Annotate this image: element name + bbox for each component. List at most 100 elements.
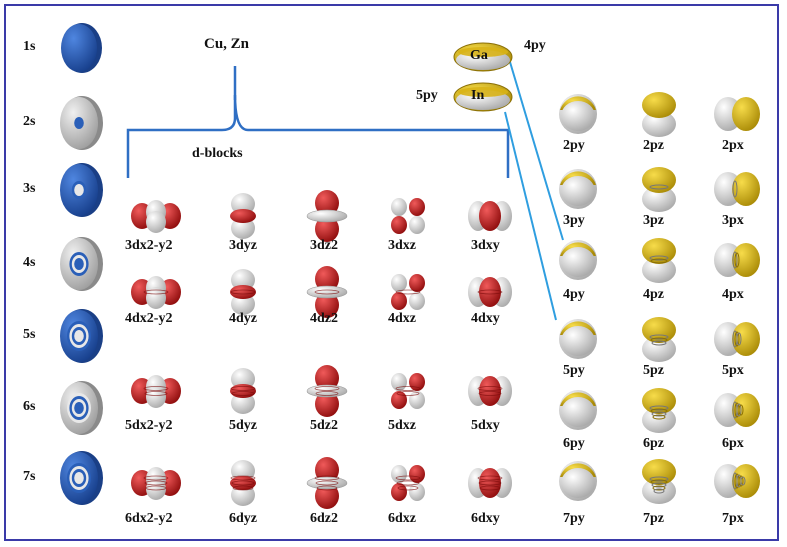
p-orbital-6px <box>714 393 760 427</box>
p-orbital-2px <box>714 97 760 131</box>
s-orbital-4s <box>60 237 103 291</box>
s-label-6s: 6s <box>23 399 36 414</box>
p-orbital-5pz <box>642 317 676 362</box>
d-orbital-6dyz <box>230 460 256 506</box>
p-label-5py: 5py <box>563 363 585 378</box>
d-orbital-3dx2-y2 <box>131 200 181 233</box>
d-label-3dxz: 3dxz <box>388 238 416 253</box>
p-label-6px: 6px <box>722 436 744 451</box>
d-orbital-4dxy <box>468 277 512 307</box>
s-label-4s: 4s <box>23 255 36 270</box>
p-orbital-7px <box>714 464 760 498</box>
p-orbital-4py <box>559 240 597 280</box>
s-label-7s: 7s <box>23 469 36 484</box>
s-orbital-3s <box>60 163 103 217</box>
d-label-5dxz: 5dxz <box>388 418 416 433</box>
d-orbital-6dz2 <box>306 457 348 509</box>
d-label-6dyz: 6dyz <box>229 511 257 526</box>
d-label-3dyz: 3dyz <box>229 238 257 253</box>
d-orbital-5dxy <box>468 376 512 406</box>
p-orbital-3pz <box>642 167 676 212</box>
s-label-1s: 1s <box>23 39 36 54</box>
d-block-brace <box>126 66 510 178</box>
d-label-5dxy: 5dxy <box>471 418 500 433</box>
p-label-3pz: 3pz <box>643 213 664 228</box>
d-orbital-3dz2 <box>306 190 348 242</box>
ga-orbital-label: 4py <box>524 38 546 53</box>
d-orbital-3dyz <box>230 193 256 239</box>
p-orbital-5py <box>559 319 597 359</box>
d-orbital-5dx2-y2 <box>131 375 181 408</box>
ga-label: Ga <box>470 48 488 63</box>
d-label-3dxy: 3dxy <box>471 238 500 253</box>
p-orbital-2py <box>559 94 597 134</box>
d-blocks-label: d-blocks <box>192 146 243 161</box>
d-orbital-6dx2-y2 <box>131 467 181 500</box>
p-label-2px: 2px <box>722 138 744 153</box>
in-orbital-disc <box>453 82 513 112</box>
p-label-5px: 5px <box>722 363 744 378</box>
p-orbital-4pz <box>642 238 676 283</box>
cu-zn-label: Cu, Zn <box>204 36 250 52</box>
d-orbital-4dz2 <box>306 266 348 318</box>
s-orbital-6s <box>60 381 103 435</box>
d-orbital-4dx2-y2 <box>131 276 181 309</box>
p-label-2pz: 2pz <box>643 138 664 153</box>
d-orbital-3dxy <box>468 201 512 231</box>
d-label-3dx2-y2: 3dx2-y2 <box>125 238 173 253</box>
d-orbital-5dyz <box>230 368 256 414</box>
s-orbital-2s <box>60 96 103 150</box>
ga-orbital-disc <box>453 42 513 72</box>
p-label-4px: 4px <box>722 287 744 302</box>
p-label-7px: 7px <box>722 511 744 526</box>
d-label-5dx2-y2: 5dx2-y2 <box>125 418 173 433</box>
p-label-5pz: 5pz <box>643 363 664 378</box>
s-orbital-7s <box>60 451 103 505</box>
d-label-6dx2-y2: 6dx2-y2 <box>125 511 173 526</box>
p-label-3py: 3py <box>563 213 585 228</box>
d-label-4dz2: 4dz2 <box>310 311 338 326</box>
d-orbital-4dxz <box>391 274 425 310</box>
d-label-3dz2: 3dz2 <box>310 238 338 253</box>
s-label-2s: 2s <box>23 114 36 129</box>
d-label-4dxz: 4dxz <box>388 311 416 326</box>
d-orbital-4dyz <box>230 269 256 315</box>
p-orbital-3py <box>559 169 597 209</box>
p-label-4py: 4py <box>563 287 585 302</box>
d-label-4dyz: 4dyz <box>229 311 257 326</box>
p-label-7pz: 7pz <box>643 511 664 526</box>
d-label-6dxy: 6dxy <box>471 511 500 526</box>
d-label-4dx2-y2: 4dx2-y2 <box>125 311 173 326</box>
p-label-6py: 6py <box>563 436 585 451</box>
p-label-3px: 3px <box>722 213 744 228</box>
s-label-3s: 3s <box>23 181 36 196</box>
s-label-5s: 5s <box>23 327 36 342</box>
d-label-6dz2: 6dz2 <box>310 511 338 526</box>
d-orbital-3dxz <box>391 198 425 234</box>
p-label-4pz: 4pz <box>643 287 664 302</box>
d-label-5dyz: 5dyz <box>229 418 257 433</box>
p-orbital-3px <box>714 172 760 206</box>
d-orbital-5dz2 <box>306 365 348 417</box>
p-orbital-4px <box>714 243 760 277</box>
s-orbital-5s <box>60 309 103 363</box>
p-orbital-7pz <box>642 459 676 504</box>
d-label-5dz2: 5dz2 <box>310 418 338 433</box>
p-orbital-2pz <box>642 92 676 137</box>
p-label-7py: 7py <box>563 511 585 526</box>
p-label-2py: 2py <box>563 138 585 153</box>
p-orbital-6py <box>559 390 597 430</box>
d-label-4dxy: 4dxy <box>471 311 500 326</box>
in-orbital-label: 5py <box>416 88 438 103</box>
d-label-6dxz: 6dxz <box>388 511 416 526</box>
diagram-border <box>4 4 779 541</box>
d-orbital-6dxy <box>468 468 512 498</box>
in-label: In <box>471 88 485 103</box>
s-orbital-1s <box>61 23 102 73</box>
d-orbital-6dxz <box>391 465 425 501</box>
p-label-6pz: 6pz <box>643 436 664 451</box>
d-orbital-5dxz <box>391 373 425 409</box>
connector-lines <box>504 61 564 321</box>
